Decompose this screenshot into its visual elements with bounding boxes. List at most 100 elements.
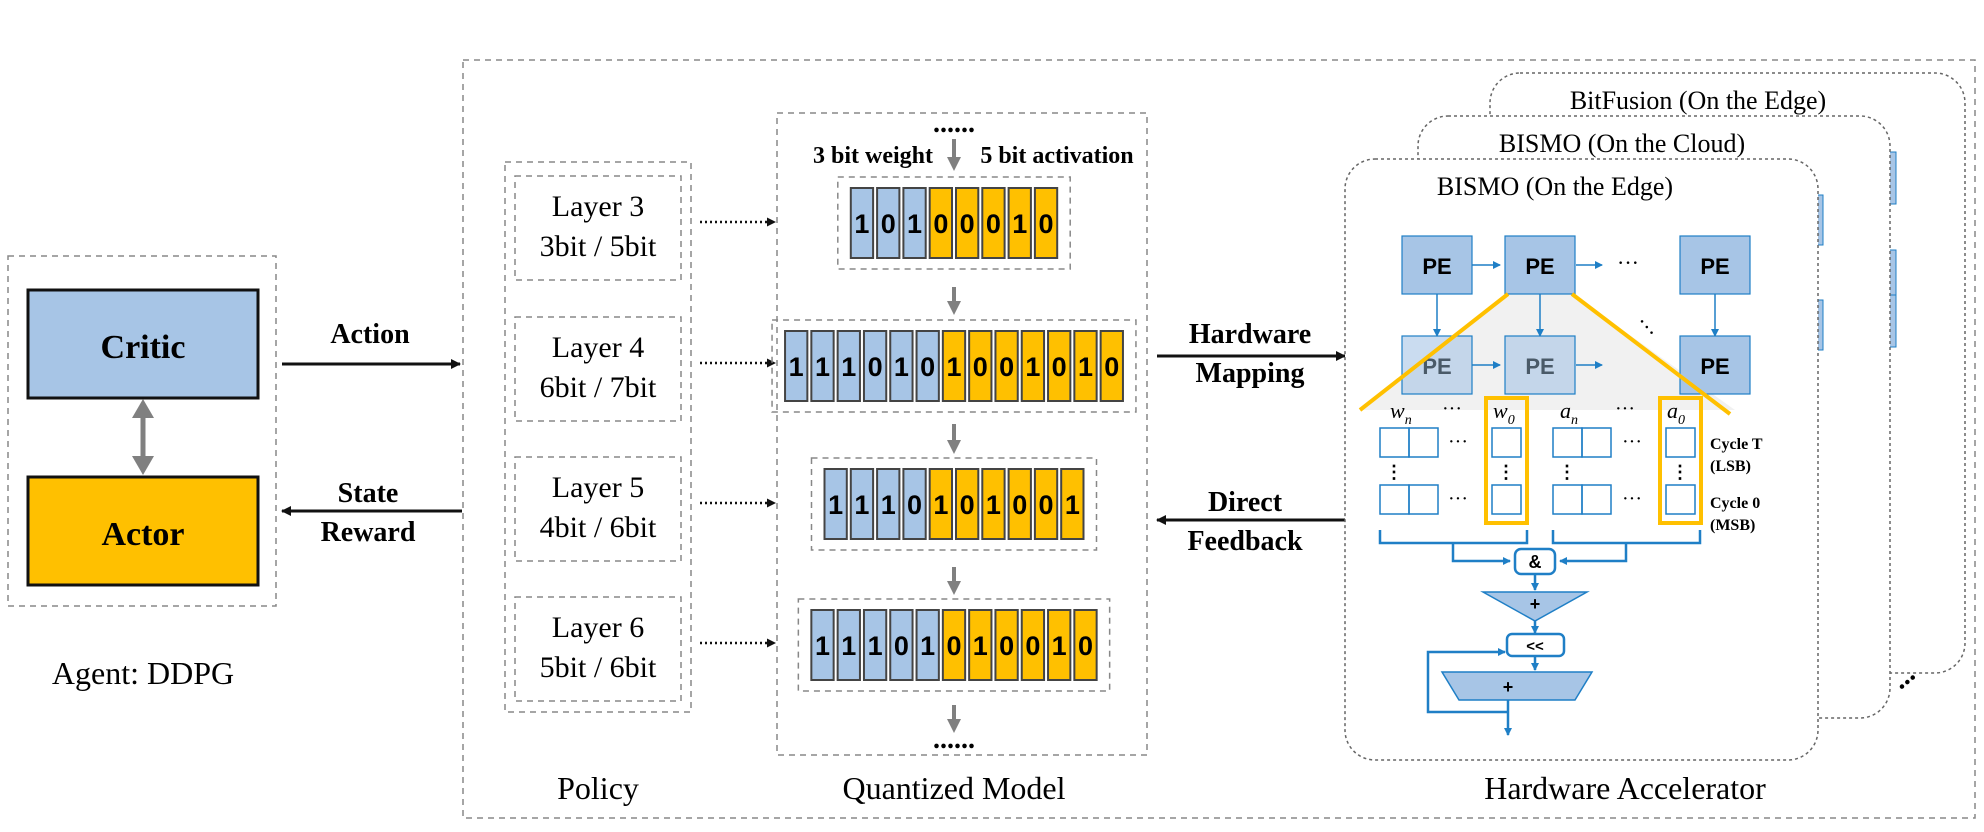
activation-bit-cell xyxy=(1007,187,1032,259)
a-dots: ··· xyxy=(1615,398,1635,420)
bit-value: 0 xyxy=(999,631,1014,661)
bit-value: 1 xyxy=(854,209,869,239)
policy-frame xyxy=(504,161,692,713)
weight-bit-cell xyxy=(836,330,861,402)
activation-bit-cell xyxy=(981,468,1006,540)
policy-layer: Layer 6 5bit / 6bit xyxy=(514,596,776,702)
activation-bit-cell xyxy=(1060,468,1085,540)
activation-bit-cell xyxy=(1020,330,1046,402)
bit-value: 1 xyxy=(973,631,988,661)
bit-value: 0 xyxy=(1025,631,1040,661)
cycle-0-label-2: (MSB) xyxy=(1710,517,1755,534)
bit-value: 0 xyxy=(960,490,975,520)
policy-caption: Policy xyxy=(557,770,639,806)
a-register xyxy=(1581,484,1612,515)
bit-value: 1 xyxy=(894,352,909,382)
bit-value: 1 xyxy=(1078,352,1093,382)
card-bismo-edge-title: BISMO (On the Edge) xyxy=(1437,172,1673,201)
hardware-group: BitFusion (On the Edge) BISMO (On the Cl… xyxy=(1344,72,1966,806)
policy-layer-name: Layer 4 xyxy=(552,331,644,364)
activation-bit-cell xyxy=(1020,609,1046,681)
bit-value: 0 xyxy=(1104,352,1119,382)
bit-value: 1 xyxy=(841,352,856,382)
weight-bit-cell xyxy=(862,330,888,402)
pe-box xyxy=(1504,235,1576,295)
pe-label: PE xyxy=(1422,254,1451,279)
reward-label: Reward xyxy=(321,517,416,548)
top-ellipsis: ...... xyxy=(933,108,975,139)
pe-label: PE xyxy=(1525,354,1554,379)
activation-bit-cell xyxy=(928,187,954,259)
card-bismo-edge xyxy=(1344,158,1819,761)
a-register xyxy=(1665,484,1696,515)
weight-bit-cell xyxy=(876,187,901,259)
a0-highlight xyxy=(1658,396,1703,525)
bit-value: 1 xyxy=(841,631,856,661)
bottom-ellipsis: ...... xyxy=(933,724,975,755)
pe-box xyxy=(1504,335,1576,395)
activation-bit-cell xyxy=(1007,468,1032,540)
bit-value: 1 xyxy=(881,490,896,520)
w-to-and xyxy=(1451,543,1511,565)
policy-layer-box xyxy=(514,596,682,702)
pe-internals: wn ··· w0 an ··· a0 ··· ··· ⋮ ⋮ ··· xyxy=(1378,396,1763,736)
weight-bit-cell xyxy=(784,330,809,402)
state-label: State xyxy=(338,478,399,509)
hw-mapping-label-2: Mapping xyxy=(1196,358,1305,389)
bit-value: 1 xyxy=(815,352,830,382)
a-register-dots: ··· xyxy=(1622,488,1642,510)
policy-layer-box xyxy=(514,456,682,562)
bit-value: 0 xyxy=(907,490,922,520)
bit-value: 0 xyxy=(960,209,975,239)
activation-bit-cell xyxy=(994,330,1019,402)
activation-bit-cell xyxy=(968,609,993,681)
a-vert-dots: ⋮ xyxy=(1558,462,1576,482)
a-vert-dots: ⋮ xyxy=(1671,462,1689,482)
bit-value: 1 xyxy=(1065,490,1080,520)
w-0-label: w0 xyxy=(1493,398,1515,428)
a-register xyxy=(1581,427,1612,458)
bit-value: 1 xyxy=(854,490,869,520)
bit-value: 0 xyxy=(999,352,1014,382)
actor-box xyxy=(26,475,260,587)
w-vert-dots: ⋮ xyxy=(1497,462,1515,482)
critic-box xyxy=(26,288,260,400)
agent-group: Critic Actor Agent: DDPG xyxy=(7,255,277,691)
activation-bit-cell xyxy=(1033,468,1059,540)
environment-frame xyxy=(462,59,1976,819)
activation-bit-cell xyxy=(928,468,954,540)
bit-value: 1 xyxy=(907,209,922,239)
bit-value: 0 xyxy=(933,209,948,239)
bit-value: 1 xyxy=(789,352,804,382)
weight-bit-cell xyxy=(862,609,888,681)
bit-value: 1 xyxy=(986,490,1001,520)
down-arrowhead xyxy=(132,456,154,475)
bit-value: 1 xyxy=(920,631,935,661)
policy-layer-name: Layer 6 xyxy=(552,611,644,644)
bit-value: 1 xyxy=(1052,631,1067,661)
activation-label: 5 bit activation xyxy=(980,143,1133,169)
weight-bit-cell xyxy=(810,609,835,681)
bit-value: 0 xyxy=(868,352,883,382)
bit-value: 0 xyxy=(881,209,896,239)
weight-bit-cell xyxy=(849,187,875,259)
weight-bit-cell xyxy=(810,330,835,402)
weight-bit-cell xyxy=(889,609,914,681)
bit-row-frame xyxy=(771,319,1137,413)
weight-bit-cell xyxy=(823,468,848,540)
activation-bit-cell xyxy=(1099,330,1124,402)
weight-bit-cell xyxy=(902,468,927,540)
policy-layer-bits: 5bit / 6bit xyxy=(540,651,657,684)
w-register xyxy=(1491,427,1522,458)
activation-bit-cell xyxy=(994,609,1019,681)
bit-value: 0 xyxy=(946,631,961,661)
weight-bit-cell xyxy=(849,468,875,540)
pe-box xyxy=(1679,235,1751,295)
adder-tree xyxy=(1480,591,1590,622)
feedback-label-2: Feedback xyxy=(1187,526,1303,557)
